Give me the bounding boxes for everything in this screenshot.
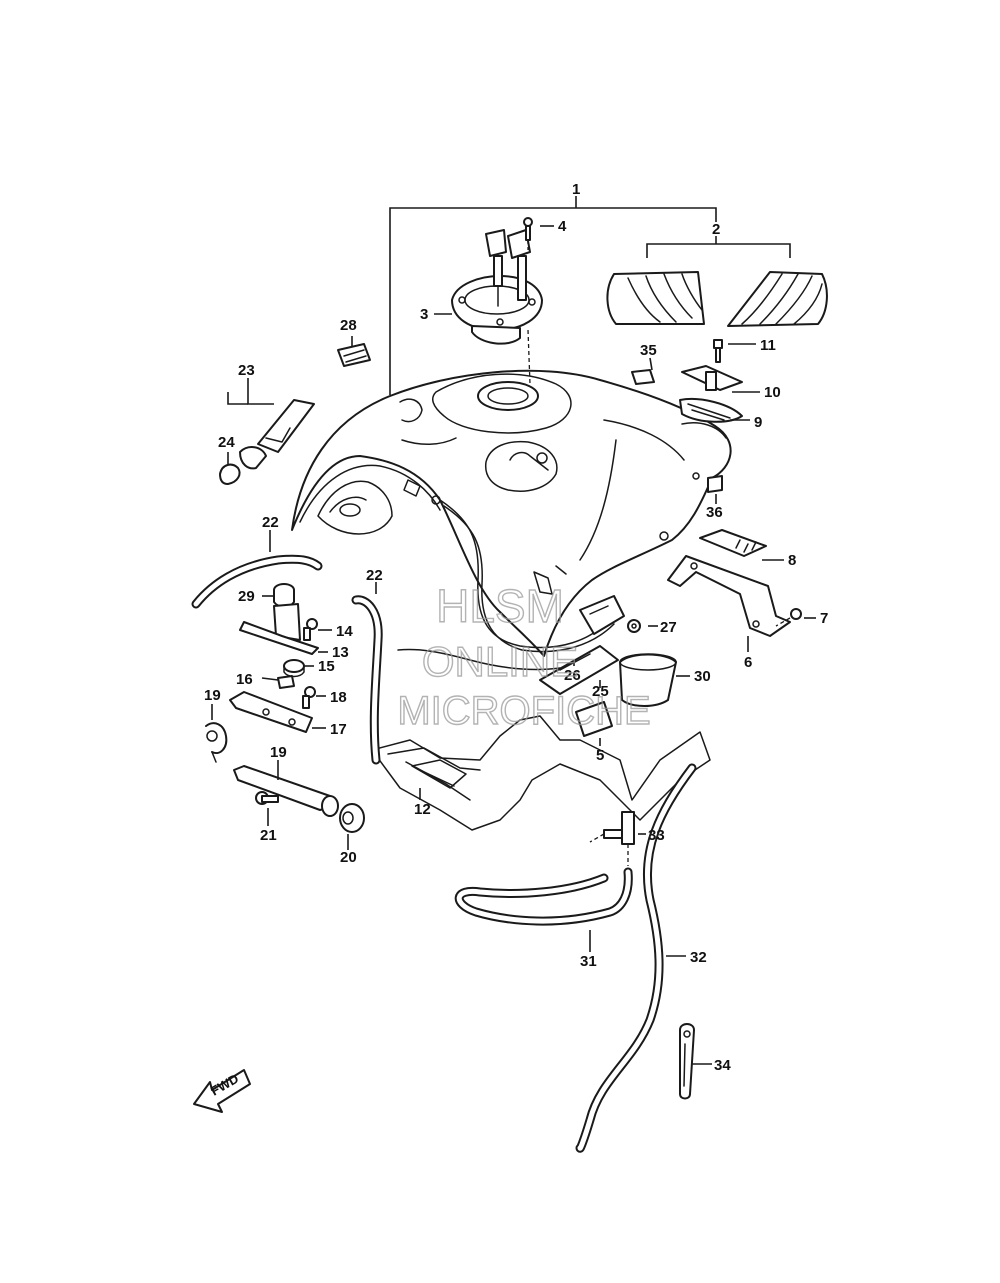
watermark: HLSM ONLINE MICROFICHE (397, 579, 652, 733)
fuel-tank (291, 369, 732, 657)
callout-20: 20 (340, 849, 357, 866)
callout-16: 16 (236, 671, 253, 688)
callout-14: 14 (336, 623, 353, 640)
callout-13: 13 (332, 644, 349, 661)
callout-32: 32 (690, 949, 707, 966)
assembly-bracket (389, 196, 791, 395)
cushion-5 (575, 701, 613, 737)
hose-22-right (351, 595, 383, 765)
callout-23: 23 (238, 362, 255, 379)
cushion-8 (699, 529, 767, 557)
callout-2: 2 (712, 221, 720, 238)
bracket-13 (239, 603, 319, 655)
cap-24 (219, 463, 241, 485)
damper-36 (707, 475, 723, 493)
knee-pads (606, 271, 828, 327)
bracket-10 (681, 365, 743, 391)
callout-22-right: 22 (366, 567, 383, 584)
forward-arrow-icon: FWD (193, 1069, 251, 1113)
leader-lines (211, 225, 816, 1065)
grommet-29 (273, 583, 295, 608)
callout-24: 24 (218, 434, 235, 451)
collar-20 (339, 803, 365, 833)
bolt-21 (255, 791, 279, 805)
callout-34: 34 (714, 1057, 731, 1074)
callout-17: 17 (330, 721, 347, 738)
ignition-key (485, 229, 531, 307)
callout-29: 29 (238, 588, 255, 605)
hose-32 (575, 763, 697, 1153)
callout-15: 15 (318, 658, 335, 675)
strap-19-lower (233, 765, 339, 817)
hose-31 (454, 867, 633, 926)
callout-22-left: 22 (262, 514, 279, 531)
callout-33: 33 (648, 827, 665, 844)
callout-4: 4 (558, 218, 567, 235)
clip-34 (679, 1023, 695, 1100)
bracket-6 (667, 555, 791, 637)
plate-17 (229, 691, 313, 733)
watermark-line-2: ONLINE (422, 638, 578, 685)
callout-11: 11 (760, 337, 776, 354)
callout-19-upper: 19 (204, 687, 221, 704)
bolt-14 (303, 618, 318, 641)
callout-12: 12 (414, 801, 431, 818)
plate-9 (679, 398, 743, 423)
callout-10: 10 (764, 384, 781, 401)
bolt-27 (627, 619, 641, 633)
callout-26: 26 (564, 667, 581, 684)
wire-harness (397, 499, 615, 671)
callout-30: 30 (694, 668, 711, 685)
callout-labels: 1 2 3 4 5 6 7 8 9 10 11 12 13 14 15 16 1… (204, 181, 828, 1074)
clamp-19-upper (205, 722, 228, 763)
bolt-11 (713, 339, 723, 363)
nut-15 (283, 659, 305, 678)
callout-9: 9 (754, 414, 762, 431)
callout-28: 28 (340, 317, 357, 334)
joint-33 (589, 811, 635, 866)
bolt-18 (302, 686, 316, 709)
band-30 (619, 653, 677, 707)
screw-7 (775, 608, 802, 627)
small-pad-35 (631, 369, 655, 385)
callout-3: 3 (420, 306, 428, 323)
callout-5: 5 (596, 747, 604, 764)
watermark-line-3: MICROFICHE (397, 689, 650, 733)
callout-27: 27 (660, 619, 677, 636)
callout-6: 6 (744, 654, 752, 671)
drain-hose-12 (371, 715, 711, 831)
callout-36: 36 (706, 504, 723, 521)
relay-26 (579, 595, 625, 635)
callout-25: 25 (592, 683, 609, 700)
callout-18: 18 (330, 689, 347, 706)
cover-23 (239, 399, 315, 470)
callout-1: 1 (572, 181, 580, 198)
callout-31: 31 (580, 953, 597, 970)
callout-19-lower: 19 (270, 744, 287, 761)
emblem-28 (337, 343, 371, 367)
callout-7: 7 (820, 610, 828, 627)
cap-bolt (523, 217, 533, 250)
clip-16 (277, 675, 295, 689)
callout-8: 8 (788, 552, 796, 569)
watermark-line-1: HLSM (436, 580, 564, 632)
hose-22-left (191, 554, 323, 609)
callout-21: 21 (260, 827, 277, 844)
bracket-25 (539, 645, 619, 695)
callout-35: 35 (640, 342, 657, 359)
